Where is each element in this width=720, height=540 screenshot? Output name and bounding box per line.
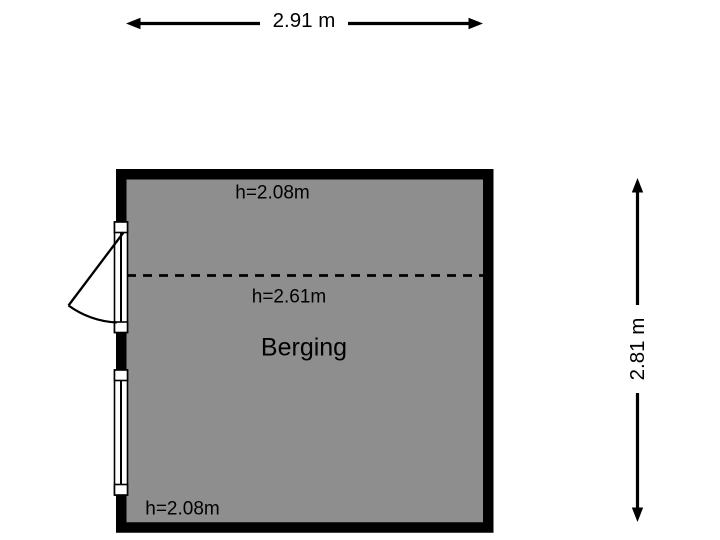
door-leaf [67, 231, 125, 307]
height-dimension-label: 2.81 m [623, 305, 652, 393]
width-dimension-label: 2.91 m [260, 7, 348, 35]
arrowhead-down-icon [631, 507, 644, 522]
room-walls-and-floor [116, 169, 494, 533]
door-post-top [113, 221, 129, 234]
ceiling-height-bottom-label: h=2.08m [145, 498, 220, 520]
door-post-bottom [113, 321, 129, 334]
room-name-label: Berging [260, 333, 348, 362]
arrowhead-right-icon [468, 17, 483, 30]
ceiling-height-middle-label: h=2.61m [251, 286, 327, 307]
door-swing-arc [67, 304, 117, 324]
window-post-bottom [113, 483, 129, 496]
window [113, 369, 129, 496]
arrowhead-left-icon [126, 17, 141, 30]
window-post-top [113, 369, 129, 382]
ceiling-height-top-label: h=2.08m [235, 182, 310, 203]
arrowhead-up-icon [631, 178, 644, 193]
door [67, 221, 129, 334]
